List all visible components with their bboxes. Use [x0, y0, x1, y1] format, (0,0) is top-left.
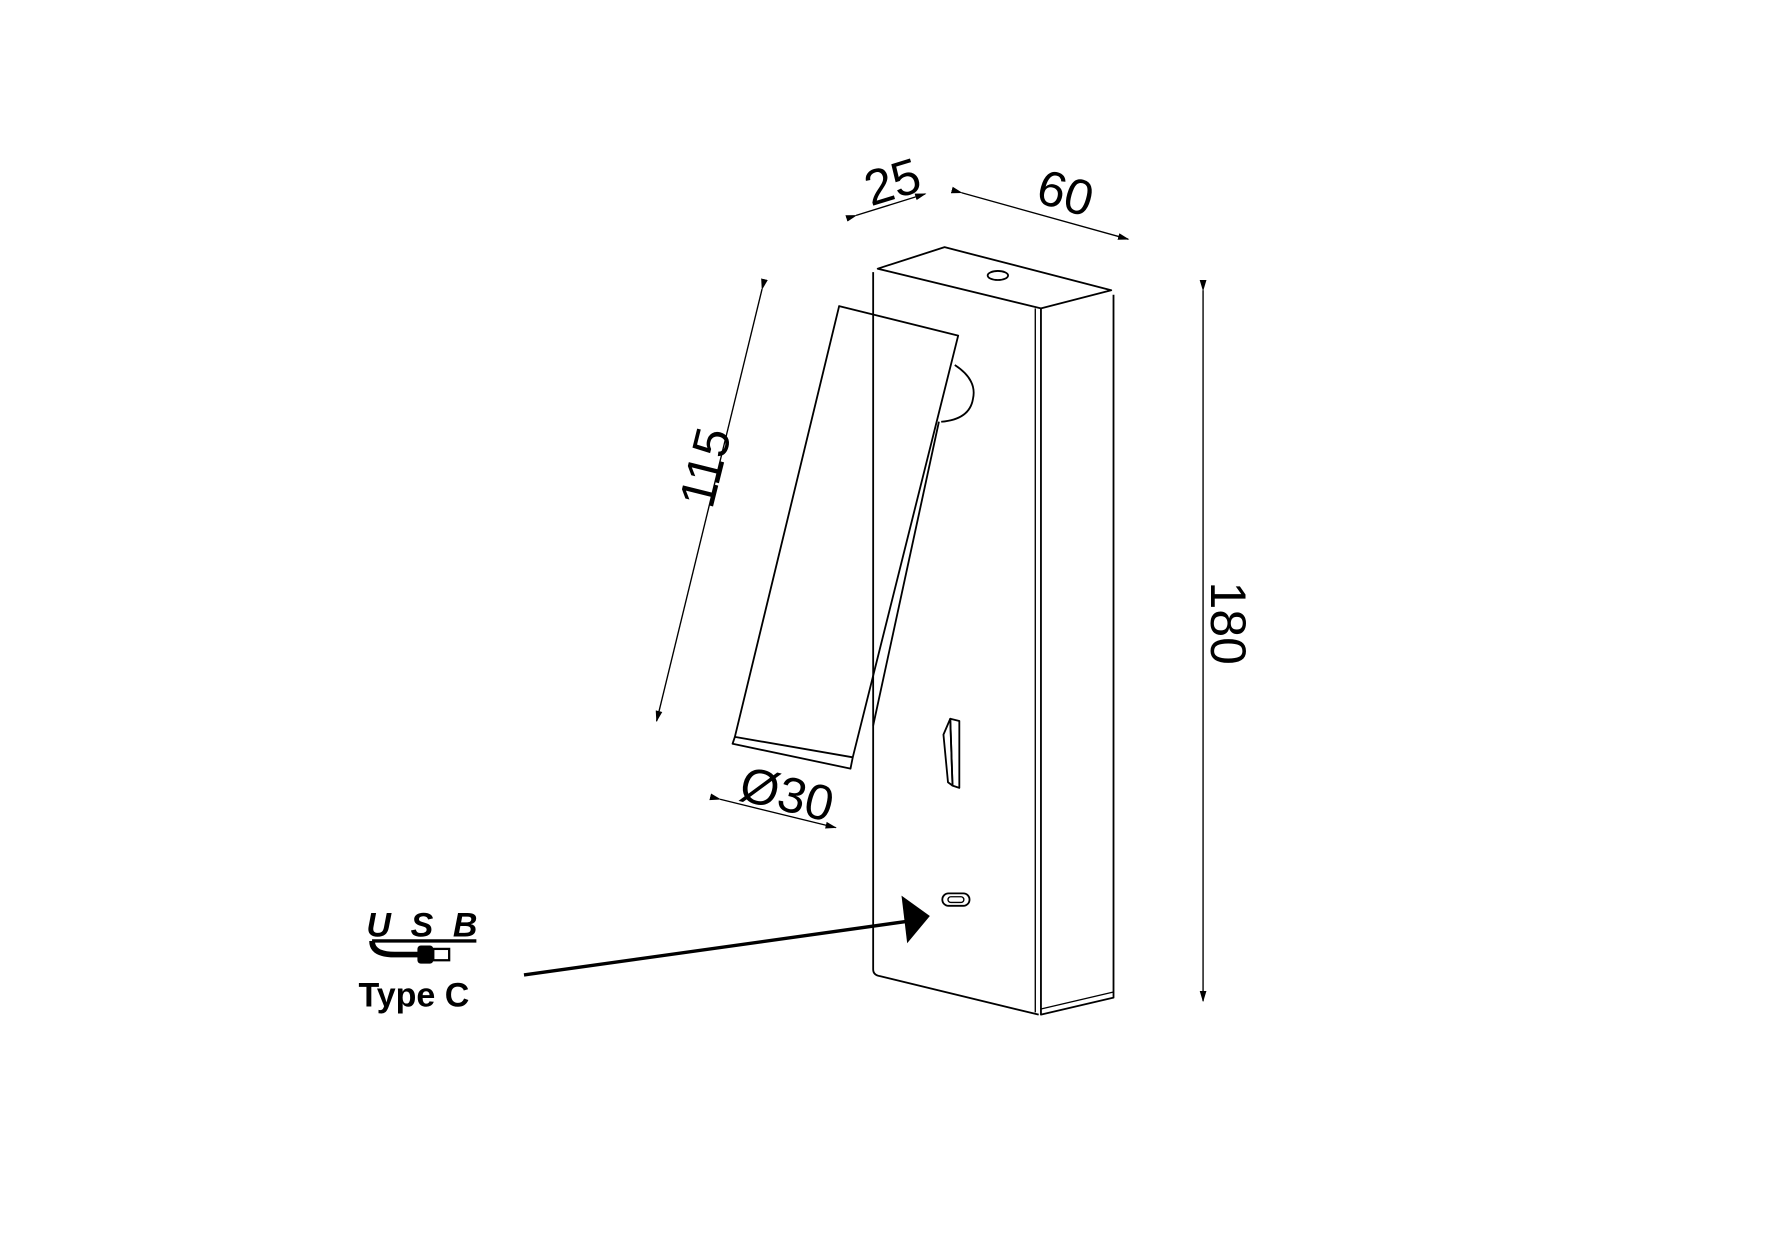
top-screw-hole: [986, 270, 1009, 281]
usb-pointer-arrow: [523, 895, 930, 977]
lamp-head: [731, 305, 960, 770]
dimension-depth: 25: [858, 147, 927, 217]
lamp-arm: [872, 364, 975, 726]
usb-logo: USB: [366, 906, 478, 964]
usb-type-label: Type C: [358, 977, 469, 1015]
dimension-width: 60: [1031, 159, 1100, 228]
dimension-arm-length: 115: [669, 422, 743, 513]
usb-c-port: [941, 892, 971, 907]
rocker-switch: [942, 717, 961, 789]
dimension-height: 180: [1200, 582, 1256, 665]
dimension-head-diameter: Ø30: [734, 756, 839, 833]
usb-logo-text: USB: [366, 906, 477, 944]
wall-plate: [872, 246, 1115, 1016]
